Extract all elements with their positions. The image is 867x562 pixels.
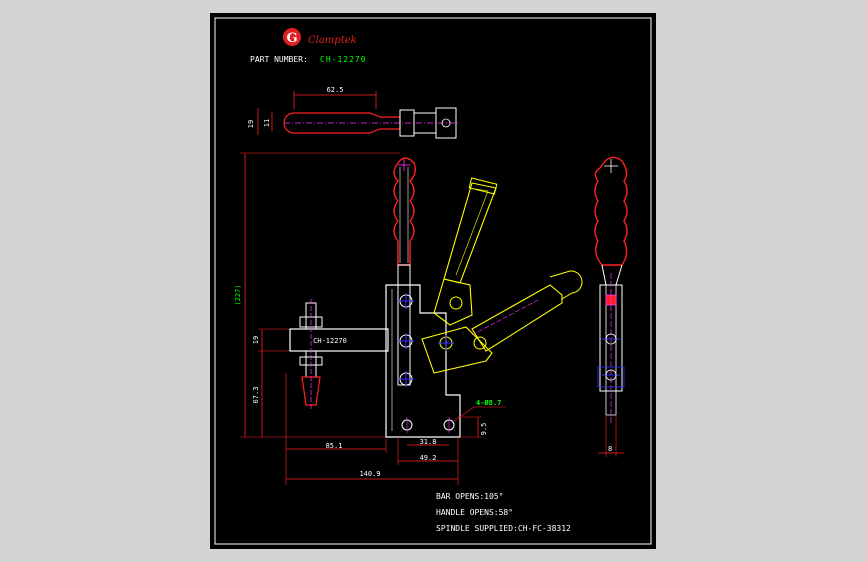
front-view: (227) 19 67.3 CH-12270 <box>234 152 583 485</box>
dim-base-140: 140.9 <box>359 470 380 478</box>
note-bar-opens: BAR OPENS:105° <box>436 492 503 501</box>
side-view: 8 <box>594 156 628 457</box>
dim-base-85: 85.1 <box>326 442 343 450</box>
dim-arm-h: 19 <box>252 336 260 344</box>
body-label: CH-12270 <box>313 337 347 345</box>
inner-border <box>214 17 652 545</box>
dim-top-h2: 11 <box>263 119 271 127</box>
note-handle-opens: HANDLE OPENS:58° <box>436 508 513 517</box>
part-number-label: PART NUMBER: <box>250 55 308 64</box>
part-number-value: CH-12270 <box>320 55 367 64</box>
cad-drawing: G Clamptek PART NUMBER: CH-12270 62.5 19… <box>214 17 652 545</box>
logo-letter: G <box>286 31 297 46</box>
dim-base-31: 31.8 <box>420 438 437 446</box>
clamptek-logo: G Clamptek <box>283 28 357 46</box>
dim-total-height: (227) <box>234 284 242 305</box>
dim-holes: 4-Ø8.7 <box>476 399 501 407</box>
dim-lower-h: 67.3 <box>252 387 260 404</box>
top-view: 62.5 19 11 <box>247 86 460 139</box>
dim-top-length: 62.5 <box>327 86 344 94</box>
dim-top-h1: 19 <box>247 120 255 128</box>
dim-side-width: 8 <box>608 445 612 453</box>
dim-right-95: 9.5 <box>480 423 488 436</box>
note-spindle: SPINDLE SUPPLIED:CH-FC-38312 <box>436 524 571 533</box>
dim-base-49: 49.2 <box>420 454 437 462</box>
drawing-sheet: G Clamptek PART NUMBER: CH-12270 62.5 19… <box>210 13 656 549</box>
brand-name: Clamptek <box>308 35 357 46</box>
